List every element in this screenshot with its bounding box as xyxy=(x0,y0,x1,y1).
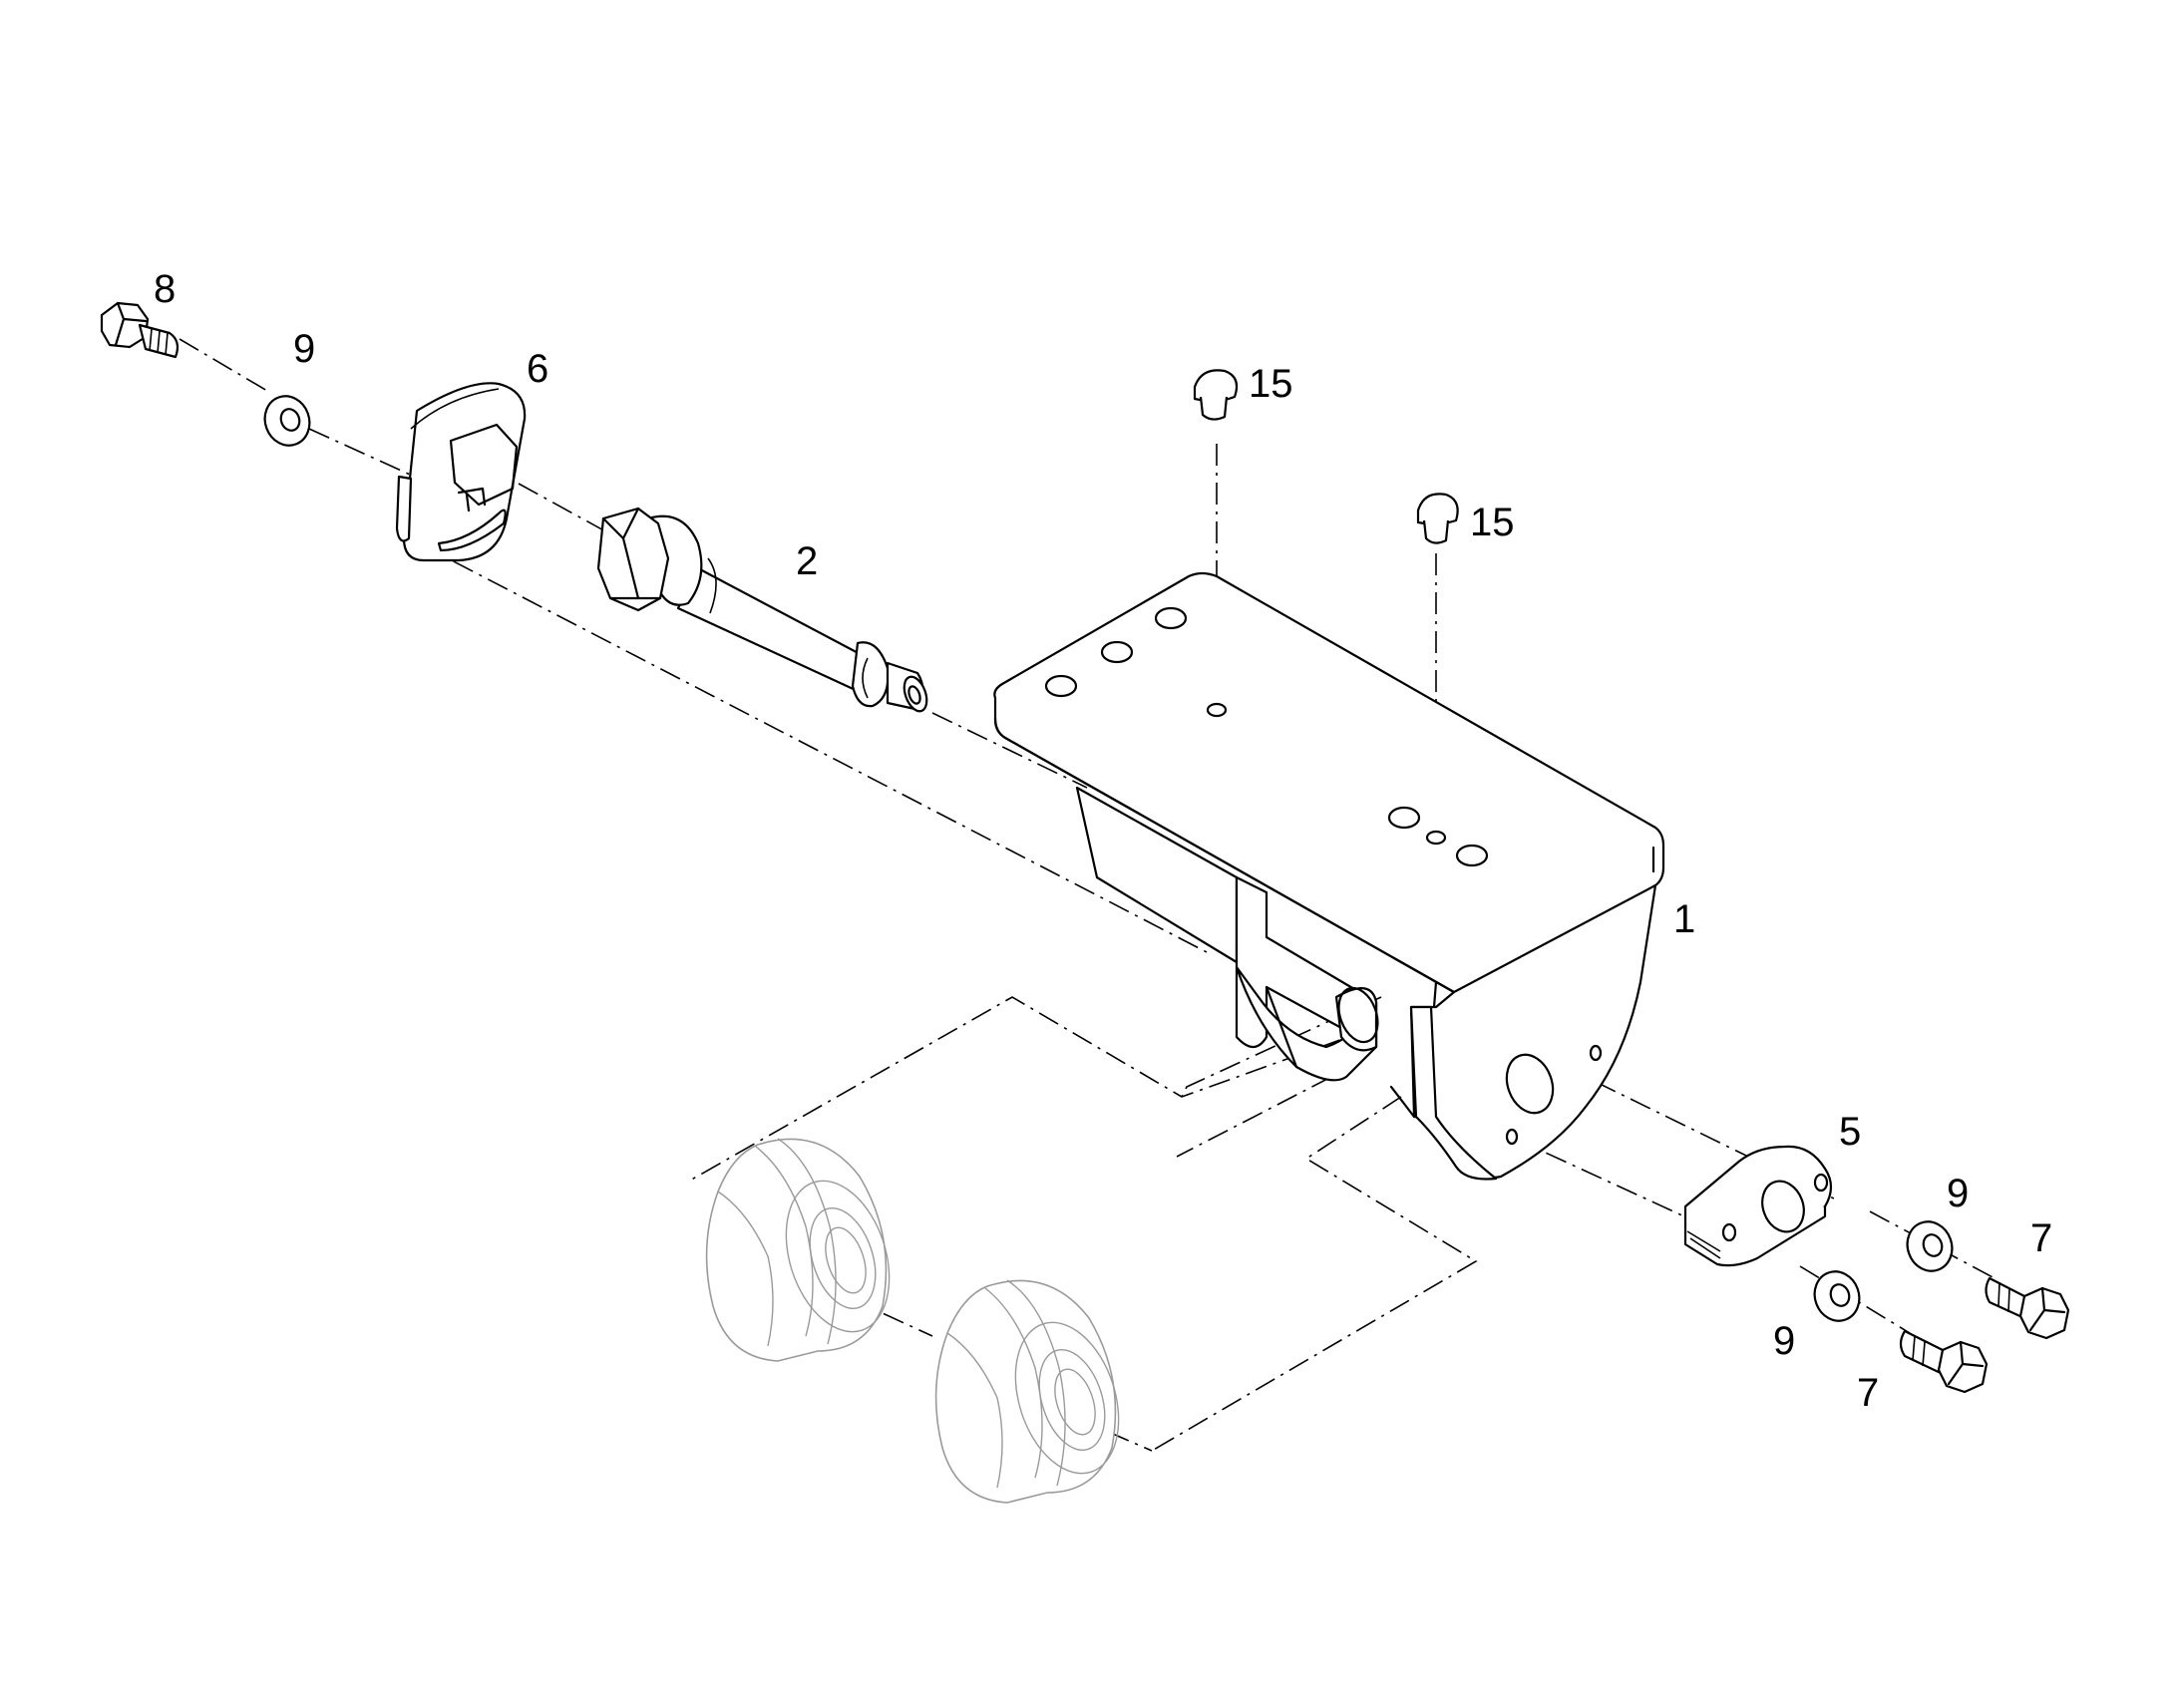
part-6-locking-plate xyxy=(395,382,527,562)
part-9-washer-lower xyxy=(1813,1270,1861,1322)
callout-7-right: 7 xyxy=(2030,1216,2052,1260)
callout-2: 2 xyxy=(796,539,818,583)
part-9-washer-right xyxy=(1906,1220,1954,1272)
part-9-washer-top xyxy=(263,395,311,447)
callout-8: 8 xyxy=(154,267,176,311)
callout-9-lower: 9 xyxy=(1773,1319,1795,1363)
callout-6: 6 xyxy=(527,347,548,391)
callout-1: 1 xyxy=(1673,897,1695,941)
callout-7-lower: 7 xyxy=(1857,1371,1879,1415)
roller-left xyxy=(705,1138,891,1362)
callout-15-right: 15 xyxy=(1470,501,1515,544)
callout-9-right: 9 xyxy=(1947,1172,1969,1215)
part-1-frame xyxy=(993,571,1665,1181)
part-8-hex-bolt xyxy=(100,301,180,359)
part-7-bolt-right xyxy=(1985,1276,2070,1340)
part-15-plug-right xyxy=(1416,493,1459,544)
callout-9-top: 9 xyxy=(293,327,315,371)
part-15-plug-left xyxy=(1193,369,1239,421)
callout-15-left: 15 xyxy=(1249,362,1293,406)
part-5-clamp xyxy=(1683,1145,1833,1267)
callout-labels: 8 9 6 15 15 2 1 5 9 7 9 7 xyxy=(154,267,2052,1415)
roller-right xyxy=(934,1279,1120,1504)
part-2-axle-pin xyxy=(596,507,928,713)
part-7-bolt-lower xyxy=(1899,1329,1989,1394)
callout-5: 5 xyxy=(1839,1110,1861,1154)
